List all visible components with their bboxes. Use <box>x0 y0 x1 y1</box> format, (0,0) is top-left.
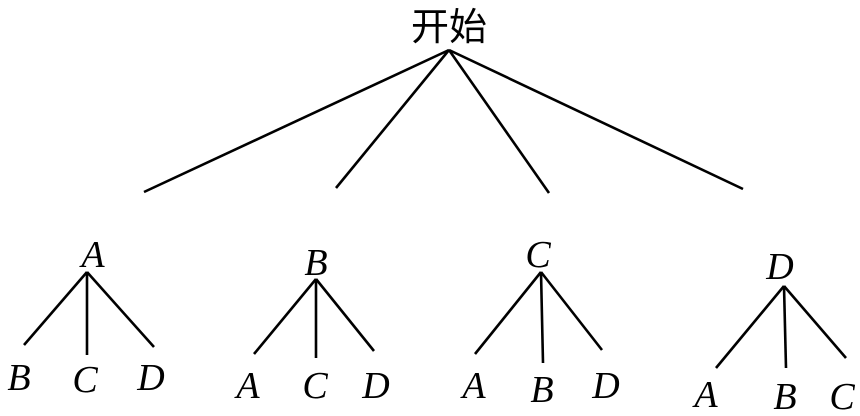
root-label: 开始 <box>411 5 487 49</box>
leaf-a-b: B <box>7 357 30 399</box>
leaf-c-a: A <box>459 365 486 407</box>
leaf-b-c: C <box>302 365 328 407</box>
edge-d-to-b <box>782 285 788 369</box>
edge-root-to-c <box>447 49 551 194</box>
node-b: B <box>304 242 327 284</box>
leaf-d-b: B <box>773 376 796 416</box>
edge-root-to-d <box>448 48 744 191</box>
edge-root-to-a <box>143 48 450 194</box>
leaf-b-d: D <box>361 365 389 407</box>
leaf-a-d: D <box>136 357 164 399</box>
leaf-c-b: B <box>530 369 553 411</box>
edge-root-to-b <box>334 49 451 189</box>
edge-c-to-b <box>539 271 545 364</box>
leaf-d-c: C <box>829 376 855 416</box>
node-d: D <box>765 246 793 288</box>
edge-c-to-d <box>539 271 604 351</box>
edge-b-to-a <box>252 278 318 355</box>
leaf-a-c: C <box>72 359 98 401</box>
leaf-c-d: D <box>591 365 619 407</box>
edge-a-to-b <box>23 271 88 346</box>
edge-b-to-d <box>314 278 376 352</box>
node-a: A <box>78 234 105 276</box>
edge-c-to-a <box>473 271 543 355</box>
leaf-b-a: A <box>233 365 260 407</box>
edge-d-to-a <box>714 285 786 369</box>
edge-d-to-c <box>783 285 847 359</box>
node-c: C <box>525 234 551 276</box>
edge-a-to-d <box>86 271 155 348</box>
leaf-d-a: A <box>691 374 718 416</box>
